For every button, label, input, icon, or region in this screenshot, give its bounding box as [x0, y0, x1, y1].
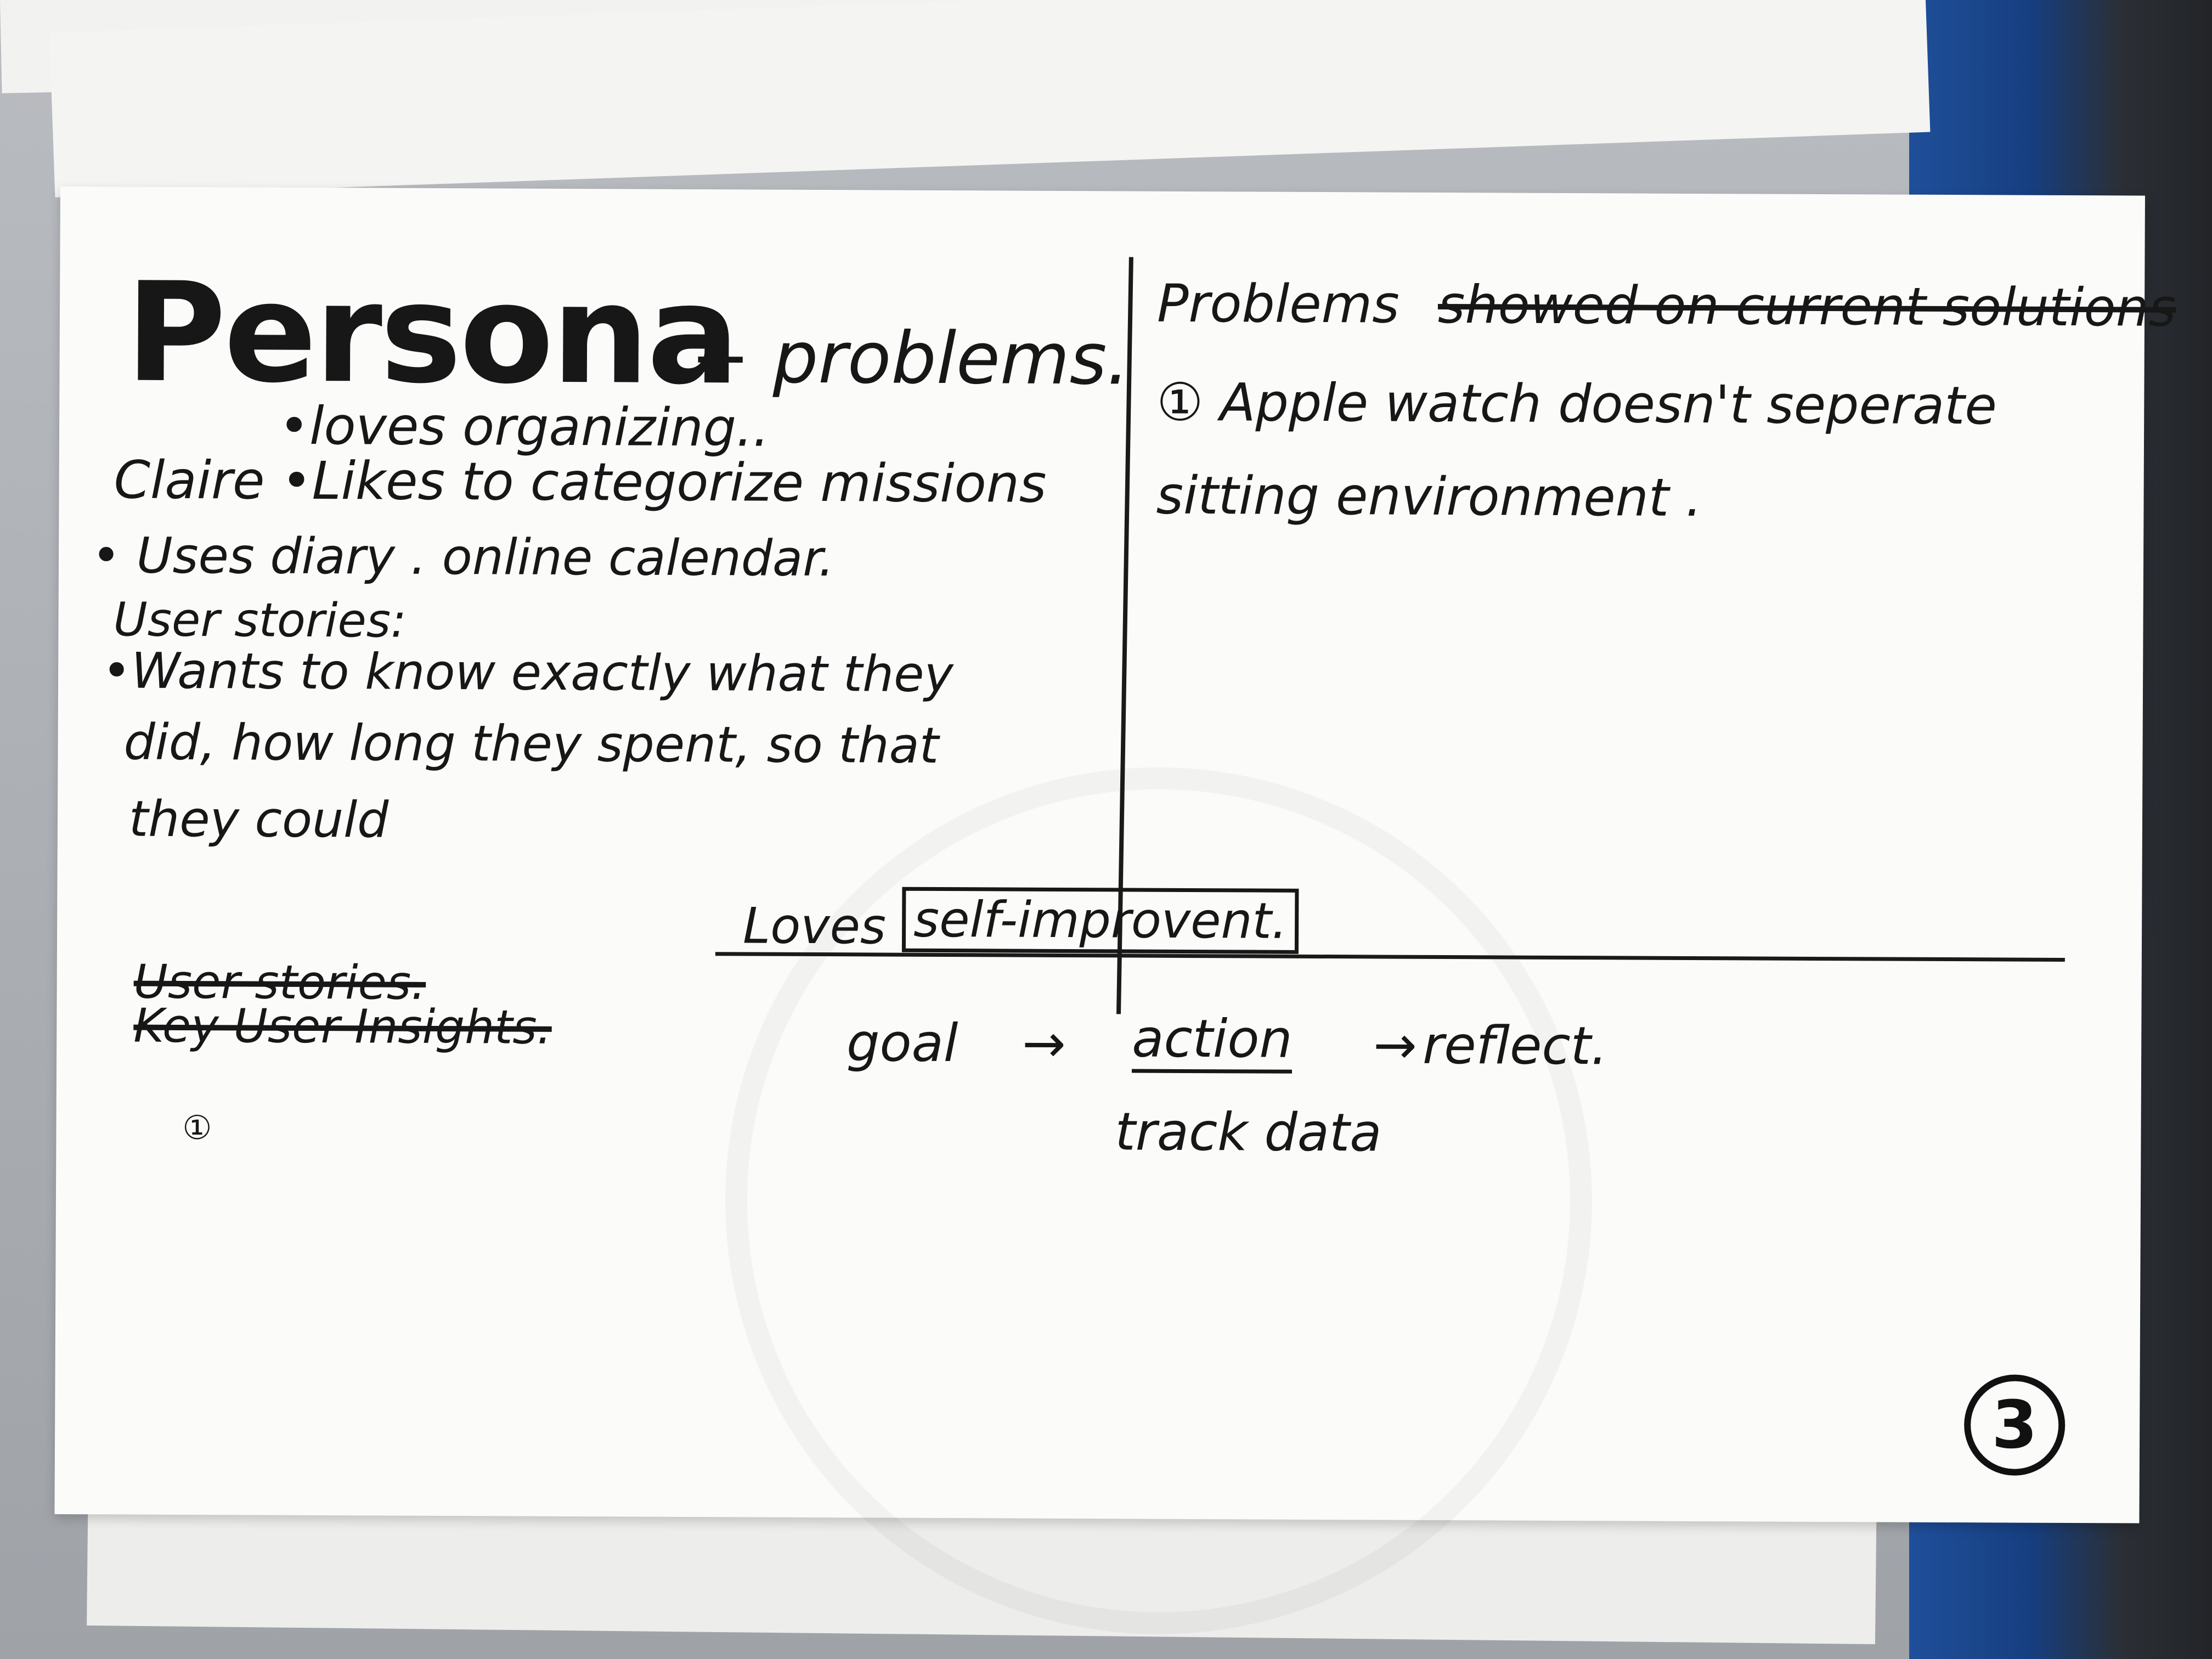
flow-reflect: reflect.	[1422, 1015, 1608, 1077]
persona-card: Persona + problems. •loves organizing.. …	[54, 187, 2176, 1523]
self-improvement-box: self-improvent.	[901, 887, 1299, 954]
user-stories-label: User stories:	[113, 592, 407, 648]
problems-label: Problems	[1156, 273, 1400, 335]
struck-text: showed on current solutions	[1437, 274, 2176, 338]
user-story-line: did, how long they spent, so that	[123, 713, 939, 775]
user-story-line: they could	[128, 790, 389, 849]
title-suffix: + problems.	[690, 315, 1130, 401]
struck-text: Key User Insights.	[133, 998, 552, 1055]
loves-label: Loves	[742, 897, 887, 956]
persona-line: Claire •Likes to categorize missions	[114, 450, 1047, 515]
page-title: Persona	[125, 252, 738, 415]
flow-arrow: →	[1022, 1013, 1066, 1075]
problem-item: sitting environment .	[1156, 465, 1702, 529]
page-number-badge: 3	[1963, 1374, 2066, 1476]
problem-item: ① Apple watch doesn't seperate	[1156, 372, 1997, 437]
flow-arrow: →	[1373, 1015, 1418, 1076]
user-story-line: •Wants to know exactly what they	[101, 642, 953, 704]
insight-bullet: ①	[182, 1108, 212, 1148]
flow-action: action	[1131, 1008, 1293, 1074]
problems-heading: Problems showed on current solutions	[1157, 274, 2176, 338]
flow-goal: goal	[846, 1013, 958, 1074]
persona-line: •loves organizing..	[278, 396, 770, 459]
persona-line: • Uses diary . online calendar.	[91, 527, 834, 588]
flow-track-data: track data	[1115, 1102, 1382, 1164]
